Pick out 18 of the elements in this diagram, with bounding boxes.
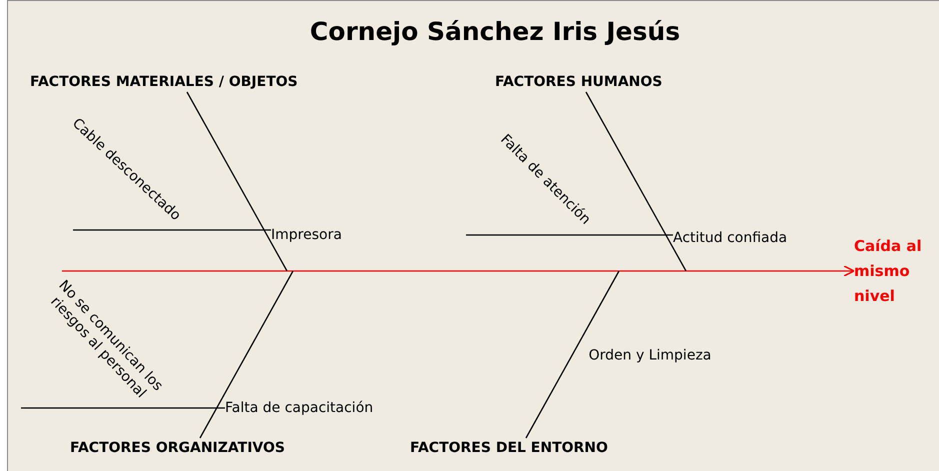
category-heading: FACTORES ORGANIZATIVOS bbox=[70, 438, 285, 458]
category-heading: FACTORES HUMANOS bbox=[495, 72, 662, 92]
cause-label: Impresora bbox=[271, 225, 342, 245]
diagram-title: Cornejo Sánchez Iris Jesús bbox=[308, 16, 682, 48]
bone-line bbox=[186, 92, 288, 272]
cause-label: Falta de capacitación bbox=[225, 398, 374, 418]
category-heading: FACTORES DEL ENTORNO bbox=[410, 438, 608, 458]
category-heading: FACTORES MATERIALES / OBJETOS bbox=[30, 72, 298, 92]
bone-line bbox=[21, 407, 225, 409]
sub-cause-label: Orden y Limpieza bbox=[588, 348, 712, 364]
cause-label: Actitud confiada bbox=[673, 228, 788, 248]
bone-line bbox=[466, 234, 673, 236]
bone-line bbox=[199, 270, 294, 438]
effect-label: Caída al mismo nivel bbox=[854, 234, 938, 309]
bone-line bbox=[525, 270, 620, 438]
spine-arrow bbox=[62, 265, 855, 277]
bone-line bbox=[585, 92, 687, 272]
bone-line bbox=[73, 229, 271, 231]
